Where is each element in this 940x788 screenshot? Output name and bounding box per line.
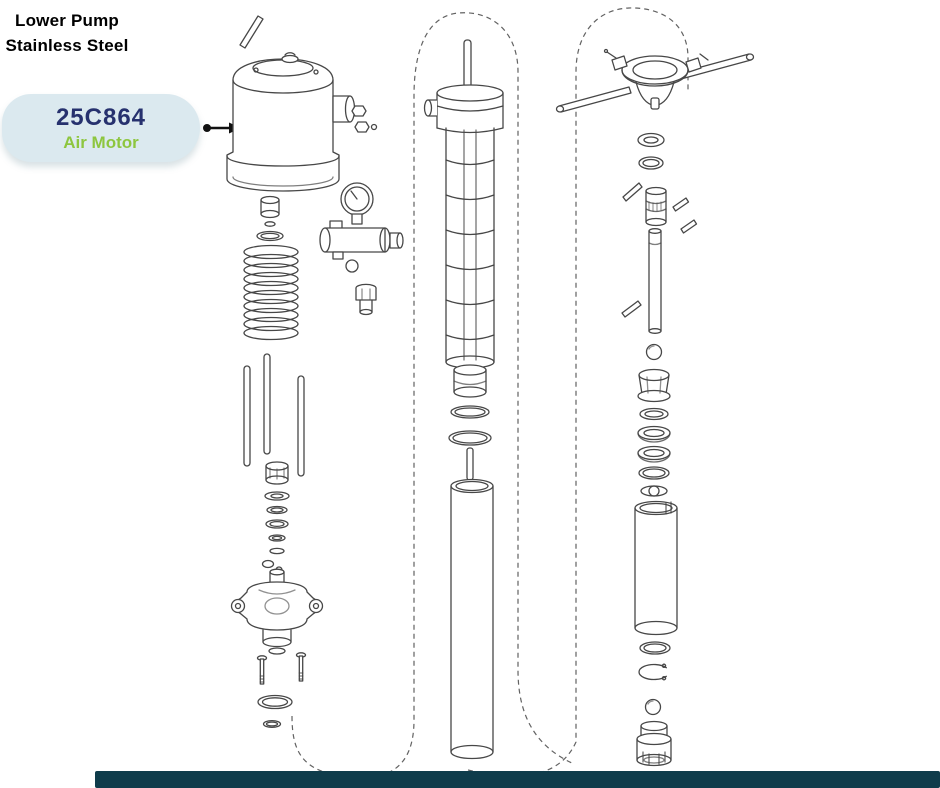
o-ring-icon [256,230,284,242]
title-line-1: Lower Pump [14,11,119,30]
part-callout-badge: 25C864 Air Motor [2,94,200,162]
piston-rod-icon [648,228,662,334]
upper-ball-icon [645,343,663,361]
air-motor-icon [226,52,340,192]
outlet-fitting-icon [260,195,280,227]
packing-nut-icon [637,368,671,403]
mounting-screws-icon [256,652,307,685]
pressure-gauge-icon [340,182,374,225]
part-number-label: 25C864 [55,103,147,131]
cotter-pin-icon [622,182,643,202]
retaining-ring-icon [638,663,667,681]
spring-icon [243,244,299,341]
throat-adapter-icon [453,364,487,398]
locknut-icon [265,461,289,485]
lower-ball-icon [644,698,662,716]
dashed-flow-lines [291,7,689,779]
outer-tube-icon [450,478,494,760]
intake-valve-icon [636,720,672,767]
rod-pin-icon [621,300,642,318]
throat-seals-icon [448,405,492,446]
footer-accent-bar [95,771,940,788]
connecting-rod-icon [463,39,472,91]
hinge-pin-icon [239,15,264,49]
page-title: Lower Pump Stainless Steel [2,8,132,58]
tri-clamp-icon [555,48,755,113]
packing-stack-icon [637,407,671,497]
o-rings-icon [257,694,293,729]
part-name-label: Air Motor [63,132,139,152]
coupler-icon [645,186,667,227]
inlet-fitting-icon [355,283,377,316]
muffler-icon [332,95,378,133]
cylinder-tube-icon [634,500,678,636]
displacement-rod-icon [466,447,474,481]
air-valve-icon [319,182,404,273]
pins-icon [672,197,698,234]
title-line-2: Stainless Steel [5,36,129,55]
pump-housing-icon [230,568,324,655]
tube-o-ring-icon [639,641,671,655]
washer-stack-icon [261,491,290,574]
seal-ring-icon [638,156,664,170]
tie-rods-icon [243,353,305,477]
washer-icon [637,132,665,148]
pump-cylinder-icon [423,84,504,369]
